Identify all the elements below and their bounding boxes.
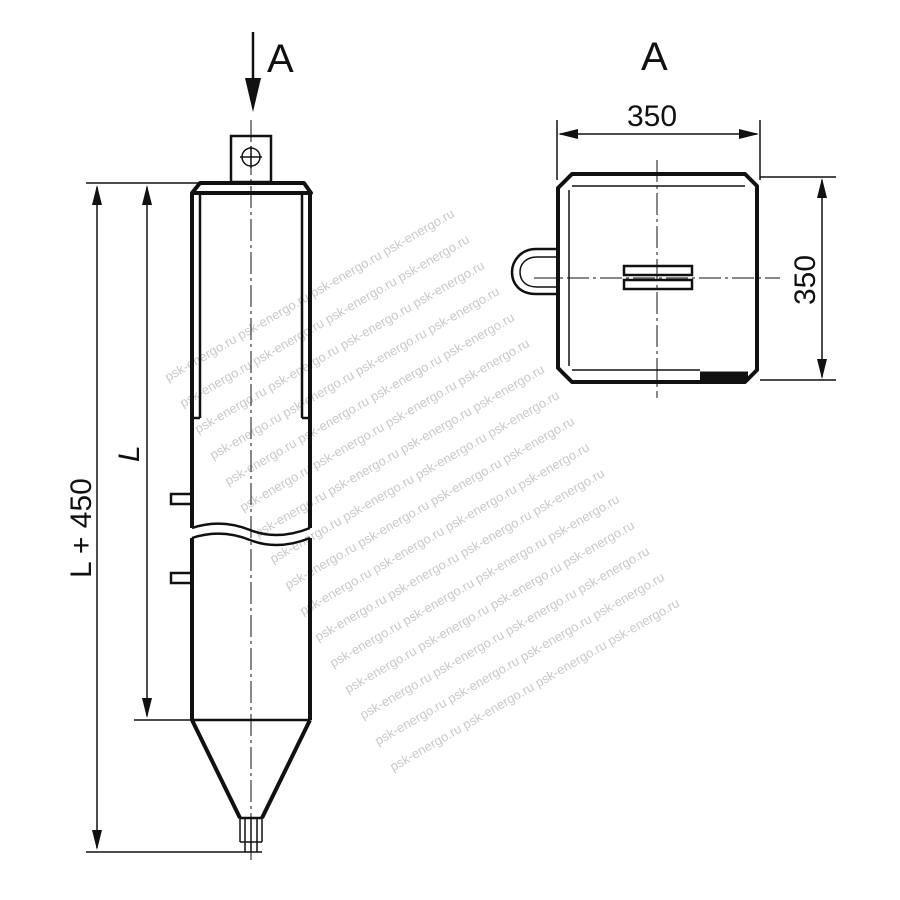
view-arrow-head [245, 78, 261, 112]
side-pin-upper [169, 492, 194, 506]
cone-left [190, 719, 242, 819]
dim-label-width: 350 [627, 100, 677, 133]
dim-label-depth: 350 [789, 255, 822, 305]
break-line-upper [191, 522, 311, 537]
side-pin-lower [169, 571, 194, 585]
section-title: A [641, 35, 668, 79]
view-a: A 350 350 [510, 35, 836, 398]
side-view: A [65, 32, 313, 860]
center-plate-lower [622, 278, 694, 291]
top-cap [190, 181, 313, 195]
view-marker-label: A [267, 37, 294, 81]
dim-label-body: L [113, 445, 146, 462]
break-line-lower [191, 532, 311, 547]
handle-loop [510, 247, 558, 296]
dim-label-overall: L + 450 [65, 478, 98, 578]
cone-right [260, 719, 312, 819]
center-plate-upper [622, 264, 694, 277]
watermark-layer: psk-energo.ru psk-energo.ru psk-energo.r… [162, 206, 682, 775]
